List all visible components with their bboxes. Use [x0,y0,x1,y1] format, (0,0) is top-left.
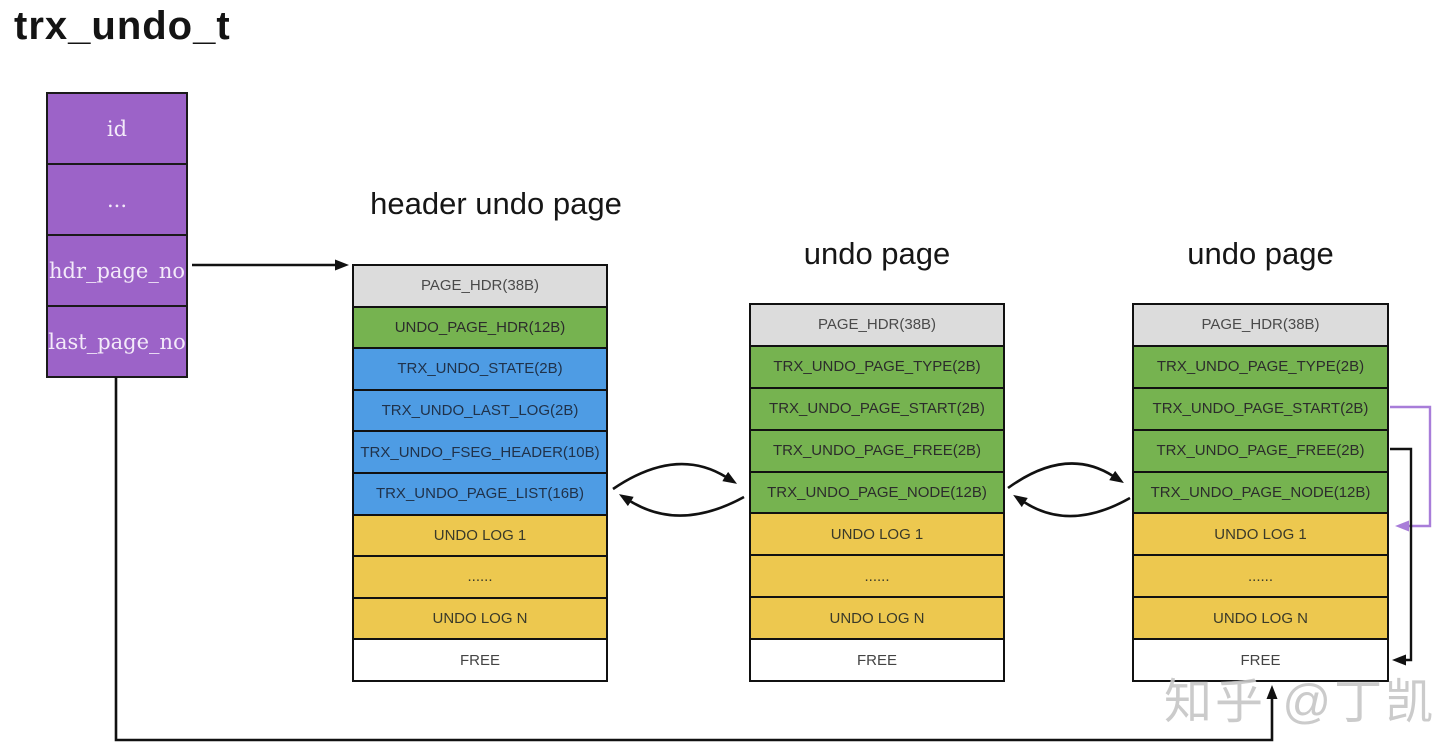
row-trx-undo-page-list: TRX_UNDO_PAGE_LIST(16B) [354,471,606,514]
list-arc-backward-2 [1013,494,1131,518]
row-undo-page-hdr: UNDO_PAGE_HDR(12B) [354,305,606,348]
undo-page-label-2: undo page [1187,236,1334,271]
row-undo-log-1: UNDO LOG 1 [751,512,1003,555]
row-trx-undo-page-type: TRX_UNDO_PAGE_TYPE(2B) [751,344,1003,387]
header-undo-page-table: PAGE_HDR(38B) UNDO_PAGE_HDR(12B) TRX_UND… [352,264,608,682]
page-start-pointer [1390,405,1432,532]
row-trx-undo-page-type: TRX_UNDO_PAGE_TYPE(2B) [1134,344,1387,387]
row-undo-log-1: UNDO LOG 1 [354,513,606,556]
row-page-hdr: PAGE_HDR(38B) [751,305,1003,345]
row-undo-log-n: UNDO LOG N [354,596,606,639]
row-undo-log-n: UNDO LOG N [751,596,1003,639]
page-free-pointer [1390,447,1413,666]
row-undo-log-ellipsis: ...... [354,555,606,597]
row-undo-log-ellipsis: ...... [751,554,1003,597]
row-trx-undo-state: TRX_UNDO_STATE(2B) [354,347,606,389]
row-trx-undo-page-start: TRX_UNDO_PAGE_START(2B) [751,386,1003,429]
struct-field-hdr-page-no: hdr_page_no [48,234,186,305]
row-free: FREE [751,638,1003,681]
trx-undo-struct-box: id ... hdr_page_no last_page_no [46,92,188,378]
struct-field-ellipsis: ... [48,163,186,234]
row-trx-undo-page-node: TRX_UNDO_PAGE_NODE(12B) [751,470,1003,513]
row-trx-undo-page-free: TRX_UNDO_PAGE_FREE(2B) [751,428,1003,471]
undo-page-table-1: PAGE_HDR(38B) TRX_UNDO_PAGE_TYPE(2B) TRX… [749,303,1005,682]
row-free: FREE [354,638,606,680]
row-trx-undo-page-free: TRX_UNDO_PAGE_FREE(2B) [1134,428,1387,471]
diagram-title: trx_undo_t [14,4,231,48]
row-trx-undo-last-log: TRX_UNDO_LAST_LOG(2B) [354,388,606,431]
row-trx-undo-fseg-header: TRX_UNDO_FSEG_HEADER(10B) [354,430,606,472]
undo-page-label-1: undo page [803,236,951,271]
struct-field-last-page-no: last_page_no [48,305,186,376]
struct-field-id: id [106,116,128,141]
zhihu-watermark: 知乎 @丁凯 [1164,676,1437,729]
row-undo-log-n: UNDO LOG N [1134,596,1387,639]
last-page-no-arrow [114,377,1278,742]
list-arc-backward-1 [618,494,745,517]
row-trx-undo-page-start: TRX_UNDO_PAGE_START(2B) [1134,386,1387,429]
row-undo-log-ellipsis: ...... [1134,554,1387,597]
list-arc-forward-1 [612,462,738,491]
row-page-hdr: PAGE_HDR(38B) [354,266,606,306]
row-undo-log-1: UNDO LOG 1 [1134,512,1387,555]
list-arc-forward-2 [1007,462,1124,490]
row-trx-undo-page-node: TRX_UNDO_PAGE_NODE(12B) [1134,470,1387,513]
header-undo-page-label: header undo page [370,186,622,221]
undo-page-table-2: PAGE_HDR(38B) TRX_UNDO_PAGE_TYPE(2B) TRX… [1132,303,1389,682]
row-page-hdr: PAGE_HDR(38B) [1134,305,1387,345]
